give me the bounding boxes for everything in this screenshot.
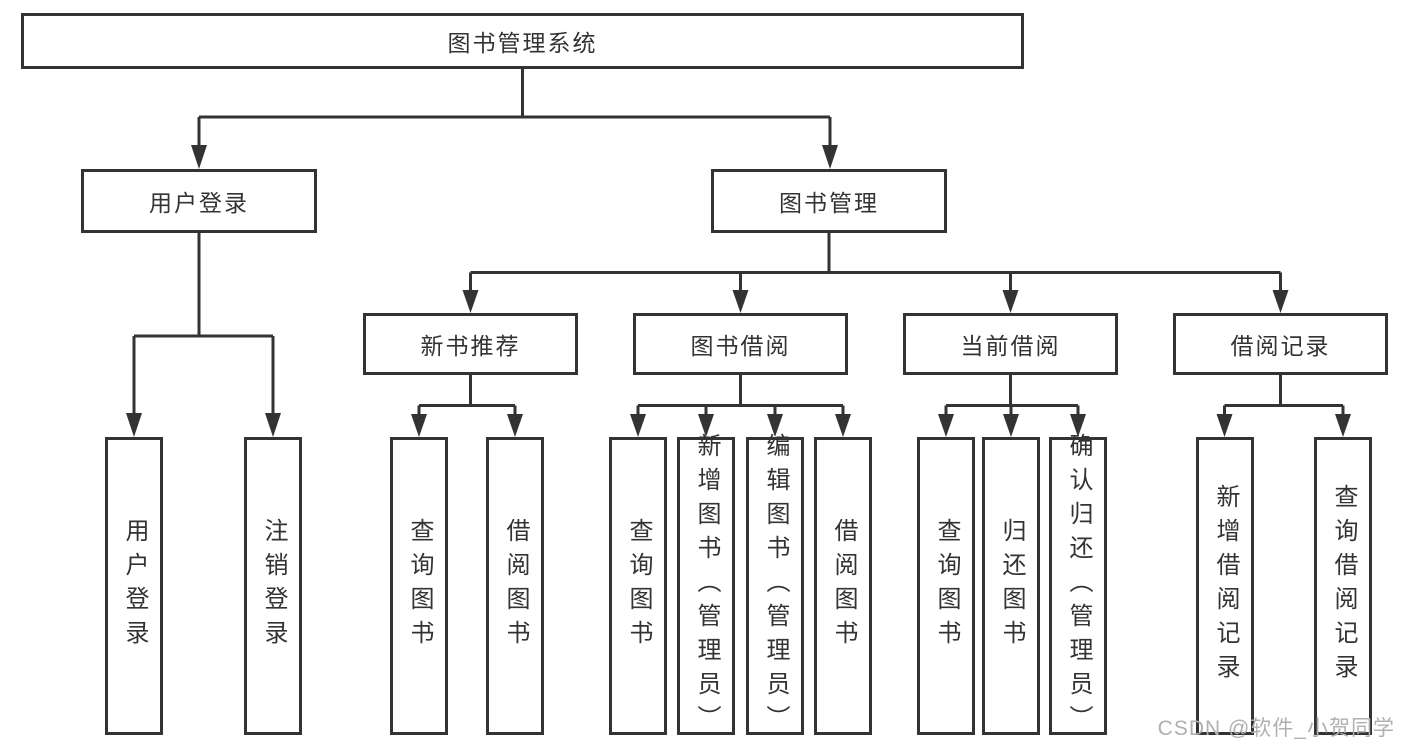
leaf-borrow-edit-books-admin-label: 编辑图书（管理员）: [762, 433, 789, 739]
arrow-down-icon: [630, 414, 646, 437]
leaf-borrow-add-books-admin: 新增图书（管理员）: [677, 433, 735, 739]
leaf-records-add-record-label: 新增借阅记录: [1212, 484, 1239, 688]
arrow-down-icon: [1070, 414, 1086, 437]
arrow-down-icon: [938, 414, 954, 437]
leaf-newbook-query-books: 查询图书: [390, 437, 448, 735]
leaf-current-query-books: 查询图书: [917, 437, 975, 735]
node-book-borrow: 图书借阅: [633, 313, 848, 375]
arrow-down-icon: [1003, 414, 1019, 437]
arrow-down-icon: [265, 413, 281, 437]
leaf-newbook-query-books-label: 查询图书: [406, 518, 433, 654]
leaf-current-query-books-label: 查询图书: [933, 518, 960, 654]
leaf-records-query-record-label: 查询借阅记录: [1330, 484, 1357, 688]
leaf-newbook-borrow-books-label: 借阅图书: [502, 518, 529, 654]
arrow-down-icon: [1335, 414, 1351, 437]
arrow-down-icon: [1002, 290, 1019, 313]
watermark: CSDN @软件_小贺同学: [1157, 717, 1395, 740]
leaf-current-return-books-label: 归还图书: [998, 518, 1025, 654]
arrow-down-icon: [835, 414, 851, 437]
leaf-borrow-add-books-admin-label: 新增图书（管理员）: [693, 433, 720, 739]
node-user-login: 用户登录: [81, 169, 317, 233]
leaf-newbook-borrow-books: 借阅图书: [486, 437, 544, 735]
arrow-down-icon: [126, 413, 142, 437]
arrow-down-icon: [462, 290, 479, 313]
node-book-borrow-label: 图书借阅: [690, 333, 791, 359]
leaf-borrow-query-books-label: 查询图书: [625, 518, 652, 654]
node-borrow-records-label: 借阅记录: [1230, 333, 1331, 359]
leaf-user-login: 用户登录: [105, 437, 163, 735]
arrow-down-icon: [822, 145, 838, 169]
connector-lines: [132, 69, 1345, 422]
arrow-down-icon: [507, 414, 523, 437]
arrow-down-icon: [411, 414, 427, 437]
node-borrow-records: 借阅记录: [1173, 313, 1388, 375]
leaf-logout: 注销登录: [244, 437, 302, 735]
leaf-user-login-label: 用户登录: [121, 518, 148, 654]
arrowhead-icons: [126, 145, 1351, 437]
arrow-down-icon: [732, 290, 749, 313]
node-new-book-recommend-label: 新书推荐: [420, 333, 521, 359]
leaf-records-add-record: 新增借阅记录: [1196, 437, 1254, 735]
arrow-down-icon: [698, 414, 714, 437]
leaf-borrow-edit-books-admin: 编辑图书（管理员）: [746, 433, 804, 739]
node-new-book-recommend: 新书推荐: [363, 313, 578, 375]
leaf-current-confirm-return-admin: 确认归还（管理员）: [1049, 433, 1107, 739]
node-user-login-label: 用户登录: [149, 190, 249, 216]
node-root: 图书管理系统: [21, 13, 1024, 69]
leaf-current-confirm-return-admin-label: 确认归还（管理员）: [1065, 433, 1092, 739]
leaf-records-query-record: 查询借阅记录: [1314, 437, 1372, 735]
node-book-management-label: 图书管理: [779, 190, 879, 216]
node-book-management: 图书管理: [711, 169, 947, 233]
arrow-down-icon: [191, 145, 207, 169]
arrow-down-icon: [1272, 290, 1289, 313]
node-current-borrow-label: 当前借阅: [960, 333, 1061, 359]
leaf-borrow-query-books: 查询图书: [609, 437, 667, 735]
leaf-logout-label: 注销登录: [260, 518, 287, 654]
node-current-borrow: 当前借阅: [903, 313, 1118, 375]
leaf-borrow-borrow-books-label: 借阅图书: [830, 518, 857, 654]
leaf-borrow-borrow-books: 借阅图书: [814, 437, 872, 735]
leaf-current-return-books: 归还图书: [982, 437, 1040, 735]
node-root-label: 图书管理系统: [447, 30, 598, 56]
arrow-down-icon: [767, 414, 783, 437]
arrow-down-icon: [1216, 414, 1233, 437]
